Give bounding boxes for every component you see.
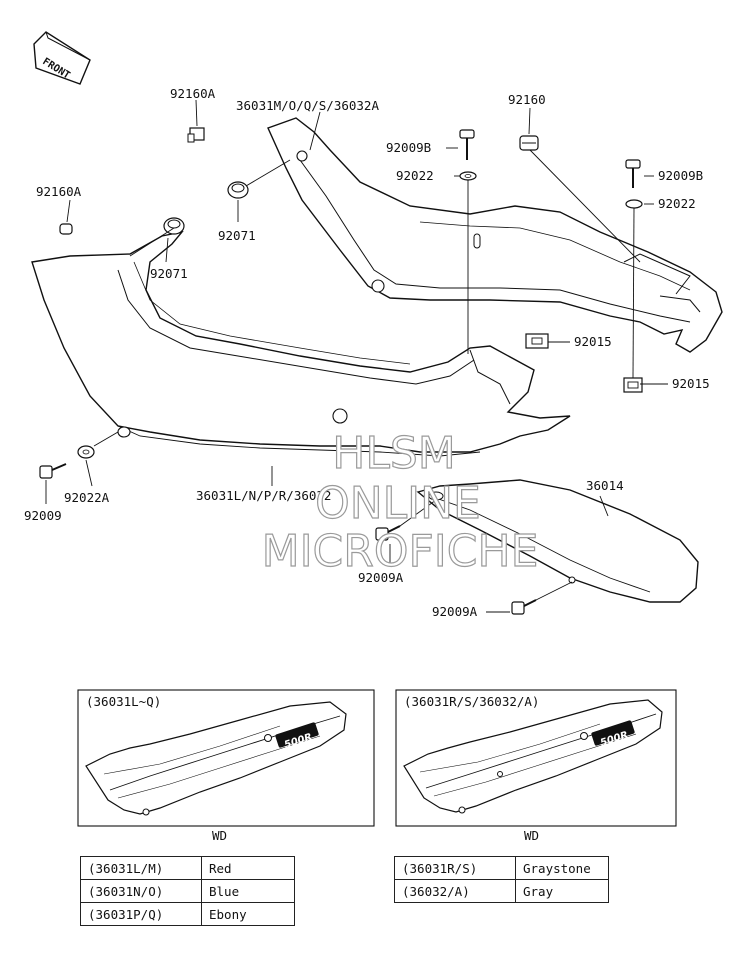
table-cell-part: (36031N/O): [80, 879, 202, 903]
table-cell-color: Ebony: [201, 902, 295, 926]
watermark-line-2: ONLINE: [315, 478, 481, 529]
detail-box-right: (36031R/S/36032/A) 500R: [395, 689, 677, 827]
washer-92022-top-icon: [459, 171, 477, 181]
callout-92160A-top: 92160A: [170, 86, 216, 101]
clip-92015-right-icon: [623, 377, 643, 393]
table-cell-part: (36031R/S): [394, 856, 516, 880]
lower-side-cover-part: [31, 230, 571, 457]
color-table-right: (36031R/S) Graystone (36032/A) Gray: [394, 856, 609, 903]
callout-92009B-top: 92009B: [386, 140, 431, 155]
callout-92022A: 92022A: [64, 490, 110, 505]
table-cell-color: Blue: [201, 879, 295, 903]
callout-92022-right: 92022: [658, 196, 696, 211]
watermark: HLSM ONLINE MICROFICHE: [261, 427, 539, 577]
table-cell-part: (36031L/M): [80, 856, 202, 880]
bolt-92009B-right-icon: [625, 159, 641, 188]
callout-36014: 36014: [586, 478, 624, 493]
bolt-92009-icon: [39, 463, 67, 479]
callout-36031M: 36031M/O/Q/S/36032A: [236, 98, 379, 113]
detail-caption-right: WD: [524, 828, 539, 843]
callout-92015-right: 92015: [672, 376, 710, 391]
color-table-left: (36031L/M) Red (36031N/O) Blue (36031P/Q…: [80, 856, 295, 926]
bolt-92009A-mid-icon: [375, 525, 401, 541]
table-row: (36031P/Q) Ebony: [80, 902, 295, 926]
table-cell-color: Red: [201, 856, 295, 880]
grommet-92160A-left-icon: [59, 223, 73, 235]
grommet-92160A-top-icon: [187, 127, 205, 143]
callout-36031L: 36031L/N/P/R/36032: [196, 488, 331, 503]
callout-92015-mid: 92015: [574, 334, 612, 349]
grommet-92071-mid-icon: [227, 181, 249, 199]
table-cell-part: (36031P/Q): [80, 902, 202, 926]
detail-caption-left: WD: [212, 828, 227, 843]
detail-box-left: (36031L~Q) 500R: [77, 689, 375, 827]
upper-side-cover-part: [267, 117, 723, 353]
clip-92015-mid-icon: [525, 333, 549, 349]
detail-box-left-title: (36031L~Q): [86, 694, 161, 709]
table-row: (36032/A) Gray: [394, 879, 609, 903]
detail-box-right-title: (36031R/S/36032/A): [404, 694, 539, 709]
detail-cover-left-icon: 500R: [85, 701, 347, 816]
callout-92009: 92009: [24, 508, 62, 523]
callout-92009B-right: 92009B: [658, 168, 703, 183]
callout-92071-left: 92071: [150, 266, 188, 281]
callout-92160A-left: 92160A: [36, 184, 82, 199]
watermark-line-1: HLSM: [332, 428, 456, 479]
grommet-92160-icon: [519, 135, 539, 151]
callout-92009A-low: 92009A: [432, 604, 478, 619]
callout-92071-mid: 92071: [218, 228, 256, 243]
grommet-92071-left-icon: [163, 217, 185, 235]
bolt-92009A-low-icon: [511, 599, 537, 615]
leader-lines: [45, 99, 668, 613]
table-row: (36031L/M) Red: [80, 856, 295, 880]
table-cell-part: (36032/A): [394, 879, 516, 903]
front-arrow-icon: FRONT: [33, 31, 91, 85]
table-row: (36031N/O) Blue: [80, 879, 295, 903]
callout-92009A-mid: 92009A: [358, 570, 404, 585]
washer-92022A-icon: [77, 445, 95, 459]
callout-92160: 92160: [508, 92, 546, 107]
table-cell-color: Graystone: [515, 856, 609, 880]
table-cell-color: Gray: [515, 879, 609, 903]
washer-92022-right-icon: [625, 199, 643, 209]
watermark-line-3: MICROFICHE: [262, 526, 539, 577]
callout-92022-top: 92022: [396, 168, 434, 183]
detail-cover-right-icon: 500R: [403, 699, 663, 814]
bolt-92009B-top-icon: [459, 129, 475, 160]
table-row: (36031R/S) Graystone: [394, 856, 609, 880]
